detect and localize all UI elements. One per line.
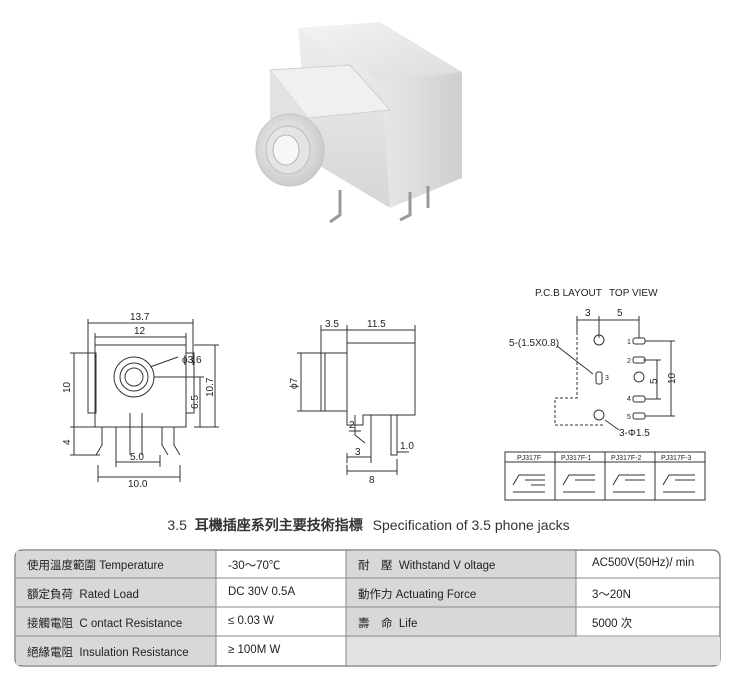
pcb-layout-drawing: P.C.B LAYOUT TOP VIEW [504, 288, 706, 501]
dim-hole: ϕ3.6 [182, 355, 202, 366]
spec-row1-value1: -30～70℃ [228, 560, 281, 572]
spec-row2-label2-cn: 動作力 [358, 589, 393, 601]
pcb-dim-3: 3 [585, 308, 591, 319]
pcb-subtitle: TOP VIEW [609, 288, 658, 299]
spec-row2-label2-en: Actuating Force [395, 589, 477, 601]
side-dim-small: 2 [349, 420, 355, 431]
spec-row1-label2: 耐 壓 Withstand V oltage [358, 557, 495, 573]
pcb-dim-5-top: 5 [617, 308, 623, 319]
variant-pj317f-2: PJ317F-2 [611, 455, 641, 462]
spec-row3-label2: 壽 命 Life [358, 615, 417, 631]
spec-row1-label2-en: Withstand V oltage [398, 560, 496, 572]
dim-bottom: 10.0 [128, 479, 148, 490]
pcb-pin-5: 5 [627, 414, 631, 421]
dim-center-height: 6.5 [190, 395, 201, 409]
spec-row3-label1: 接觸電阻 C ontact Resistance [27, 615, 182, 631]
spec-row2-value2: 3～20N [592, 589, 631, 601]
spec-row2-value1: DC 30V 0.5A [228, 586, 296, 598]
spec-row1-label2-cn: 耐 壓 [358, 560, 393, 572]
dim-pin-length: 4 [62, 439, 73, 445]
product-photo [255, 22, 462, 224]
pcb-pin-2: 2 [627, 358, 631, 365]
dim-right-height: 10.7 [205, 377, 216, 397]
spec-heading: 3.5 耳機插座系列主要技術指標 Specification of 3.5 ph… [0, 515, 737, 535]
side-dim-length: 8 [369, 475, 375, 485]
dim-top-inner: 12 [134, 326, 146, 337]
spec-table: 使用溫度範圍 Temperature -30～70℃ 耐 壓 Withstand… [13, 548, 722, 668]
spec-title-cn: 耳機插座系列主要技術指標 [194, 517, 363, 533]
spec-row2-label2: 動作力 Actuating Force [358, 586, 476, 602]
variant-pj317f-3: PJ317F-3 [661, 455, 691, 462]
pcb-pin-1: 1 [627, 339, 631, 346]
spec-row1-label1-en: Temperature [99, 560, 164, 572]
spec-row4-label1-en: Insulation Resistance [79, 647, 189, 659]
pcb-dim-slot: 5-(1.5X0.8) [509, 338, 559, 349]
spec-row4-label1: 絕緣電阻 Insulation Resistance [27, 644, 189, 660]
spec-row1-value2: AC500V(50Hz)/ min [592, 557, 695, 569]
variant-pj317f: PJ317F [517, 455, 541, 462]
side-view-drawing: 3.5 11.5 ϕ7 2 3 1.0 8 [289, 319, 416, 485]
side-dim-pin-offset: 3 [355, 447, 361, 458]
variant-pj317f-1: PJ317F-1 [561, 455, 591, 462]
pcb-dim-10-right: 10 [667, 372, 678, 384]
pcb-pin-4: 4 [627, 396, 631, 403]
dim-pin-spacing: 5.0 [130, 452, 144, 463]
pcb-dim-hole: 3-Φ1.5 [619, 428, 650, 439]
dim-left-height: 10 [62, 381, 73, 393]
spec-row2-label1: 額定負荷 Rated Load [27, 586, 139, 602]
spec-row3-label2-en: Life [398, 618, 418, 630]
side-dim-body: 11.5 [367, 319, 386, 330]
pcb-dim-5-right: 5 [649, 378, 660, 384]
spec-row3-label2-cn: 壽 命 [358, 618, 393, 630]
spec-row3-value2: 5000 次 [592, 618, 633, 630]
side-dim-front: 3.5 [325, 319, 339, 330]
spec-row2-label1-en: Rated Load [79, 589, 139, 601]
front-view-drawing: 13.7 12 ϕ3.6 10 10.7 6.5 4 5.0 10.0 [62, 312, 219, 490]
spec-row1-label1-cn: 使用溫度範圍 [27, 560, 96, 572]
spec-row4-label1-cn: 絕緣電阻 [27, 647, 73, 659]
side-dim-pin-width: 1.0 [400, 441, 414, 452]
spec-row2-label1-cn: 額定負荷 [27, 589, 73, 601]
spec-number: 3.5 [167, 517, 187, 533]
spec-row3-label1-en: C ontact Resistance [79, 618, 183, 630]
spec-title-en: Specification of 3.5 phone jacks [372, 517, 570, 533]
spec-row3-label1-cn: 接觸電阻 [27, 618, 73, 630]
spec-row4-value1: ≥ 100M W [228, 644, 281, 656]
dim-top-outer: 13.7 [130, 312, 150, 323]
spec-row3-value1: ≤ 0.03 W [228, 615, 274, 627]
pcb-title: P.C.B LAYOUT [535, 288, 602, 299]
spec-table-grid [14, 549, 721, 667]
spec-row1-label1: 使用溫度範圍 Temperature [27, 557, 164, 573]
pcb-pin-3: 3 [605, 375, 609, 382]
side-dim-diameter: ϕ7 [289, 377, 300, 389]
